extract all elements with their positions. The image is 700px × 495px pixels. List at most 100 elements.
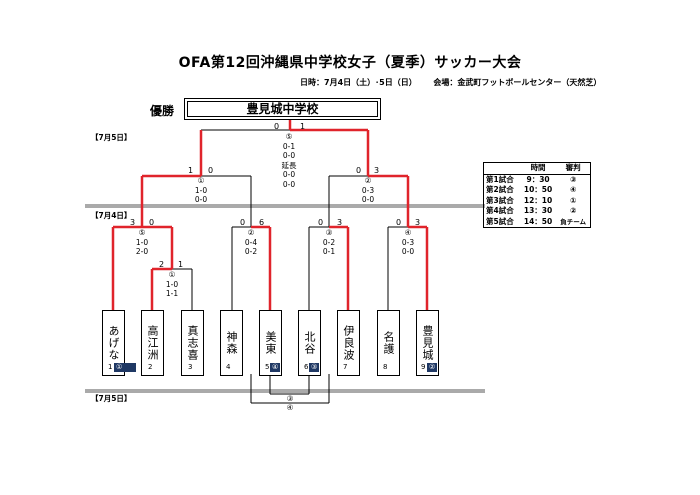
team-name: 美東	[264, 331, 277, 355]
date-label-day1: 【7月4日】	[91, 211, 132, 220]
final-score-left: 0	[274, 122, 280, 131]
match-number: ④	[404, 228, 412, 237]
date-label-day2-top: 【7月5日】	[91, 133, 132, 142]
team-box: 真志喜	[181, 310, 204, 376]
match-time: 14：50	[523, 216, 553, 226]
score-line: 1-1	[165, 289, 179, 298]
match-name: 第4試合	[486, 206, 514, 215]
m2-score-left: 0	[240, 218, 246, 227]
page-title: OFA第12回沖縄県中学校女子（夏季）サッカー大会	[178, 55, 522, 71]
score-line: 0-0	[194, 195, 208, 204]
match-referee: ②	[569, 206, 577, 215]
schedule-row: 第3試合 12：10 ①	[484, 196, 590, 207]
score-line: 0-0	[282, 170, 296, 179]
ranking-badge: ③	[309, 363, 320, 372]
team-box: 伊良波	[337, 310, 360, 376]
team-box: 北谷	[298, 310, 321, 376]
match-time: 9：30	[526, 174, 550, 184]
match-time: 10：50	[523, 185, 553, 194]
schedule-row: 第5試合 14：50 負チーム	[484, 217, 590, 228]
match-referee: ①	[569, 195, 577, 205]
team-name: 伊良波	[342, 325, 355, 361]
score-line: 延長	[281, 160, 297, 170]
sf2-match: ② 0-3 0-0	[348, 176, 388, 205]
m3-score-right: 3	[337, 218, 343, 227]
team-box: 高江洲	[141, 310, 164, 376]
m5-score-right: 0	[149, 218, 155, 227]
team-box: 名護	[377, 310, 400, 376]
m3-match: ③ 0-2 0-1	[309, 228, 349, 257]
m1-score-right: 1	[178, 260, 184, 269]
match-number: ③	[325, 228, 333, 237]
match-referee: 負チーム	[560, 217, 587, 226]
team-name: 高江洲	[146, 325, 159, 361]
score-line: 0-1	[322, 247, 336, 256]
schedule-header-time: 時間	[519, 163, 557, 175]
team-name: 北谷	[303, 331, 316, 355]
event-dates: 日時：7月4日（土）･5日（日）	[300, 78, 417, 87]
third-place-bottom: ④	[286, 403, 294, 412]
ranking-badge: ②	[427, 363, 438, 372]
match-name: 第1試合	[486, 174, 514, 184]
team-box: 美東	[259, 310, 282, 376]
team-name: 豊見城	[421, 325, 434, 361]
event-info: 日時：7月4日（土）･5日（日） 会場：金武町フットボールセンター（天然芝）	[300, 77, 601, 88]
m3-score-left: 0	[318, 218, 324, 227]
score-line: 0-0	[361, 195, 375, 204]
m2-match: ② 0-4 0-2	[231, 228, 271, 257]
team-seed: 1	[108, 363, 113, 371]
match-name: 第5試合	[486, 216, 514, 226]
ranking-badge: ④	[270, 363, 281, 372]
team-name: 神森	[225, 331, 238, 355]
score-line: 2-0	[135, 247, 149, 256]
m1-match: ① 1-0 1-1	[152, 270, 192, 299]
match-number: ①	[168, 270, 176, 279]
score-line: 0-0	[282, 151, 296, 160]
sf1-match: ① 1-0 0-0	[181, 176, 221, 205]
team-seed: 8	[383, 363, 388, 371]
sf1-score-right: 0	[208, 166, 214, 175]
final-score-right: 1	[300, 122, 306, 131]
champion-name: 豊見城中学校	[184, 98, 381, 120]
score-line: 0-2	[322, 237, 336, 247]
team-seed: 6	[304, 363, 309, 371]
match-time: 13：30	[523, 206, 553, 215]
schedule-header-ref: 審判	[556, 163, 590, 175]
schedule-row: 第2試合 10：50 ④	[484, 185, 590, 196]
team-seed: 5	[265, 363, 270, 371]
sf1-score-left: 1	[188, 166, 194, 175]
score-line: 0-4	[244, 237, 258, 247]
team-seed: 3	[188, 363, 193, 371]
schedule-row: 第4試合 13：30 ②	[484, 206, 590, 217]
team-name: 名護	[382, 331, 395, 355]
team-name: あげな	[107, 325, 120, 361]
team-box: 豊見城	[416, 310, 439, 376]
score-line: 1-0	[135, 237, 149, 247]
score-line: 0-2	[244, 247, 258, 256]
m4-score-right: 3	[415, 218, 421, 227]
score-line: 0-1	[282, 141, 296, 151]
match-number: ⑤	[138, 228, 146, 237]
team-box: 神森	[220, 310, 243, 376]
match-number: ①	[197, 176, 205, 185]
match-number: ②	[364, 176, 372, 185]
team-seed: 2	[148, 363, 153, 371]
score-line: 0-3	[401, 237, 415, 247]
m4-score-left: 0	[396, 218, 402, 227]
team-seed: 7	[343, 363, 348, 371]
m5-score-left: 3	[130, 218, 136, 227]
final-match: ⑤ 0-1 0-0 延長 0-0 0-0	[269, 132, 309, 189]
match-name: 第3試合	[486, 195, 514, 205]
score-line: 1-0	[165, 279, 179, 289]
ranking-badge: ①	[114, 363, 136, 372]
match-time: 12：10	[523, 195, 553, 205]
team-name: 真志喜	[186, 325, 199, 361]
schedule-table: 時間 審判 第1試合 9：30 ③ 第2試合 10：50 ④ 第3試合 12：1…	[483, 162, 591, 228]
match-referee: ④	[569, 185, 577, 194]
m4-match: ④ 0-3 0-0	[388, 228, 428, 257]
m1-score-left: 2	[159, 260, 165, 269]
event-venue: 会場：金武町フットボールセンター（天然芝）	[433, 78, 602, 87]
m5-match: ⑤ 1-0 2-0	[122, 228, 162, 257]
score-line: 1-0	[194, 185, 208, 195]
